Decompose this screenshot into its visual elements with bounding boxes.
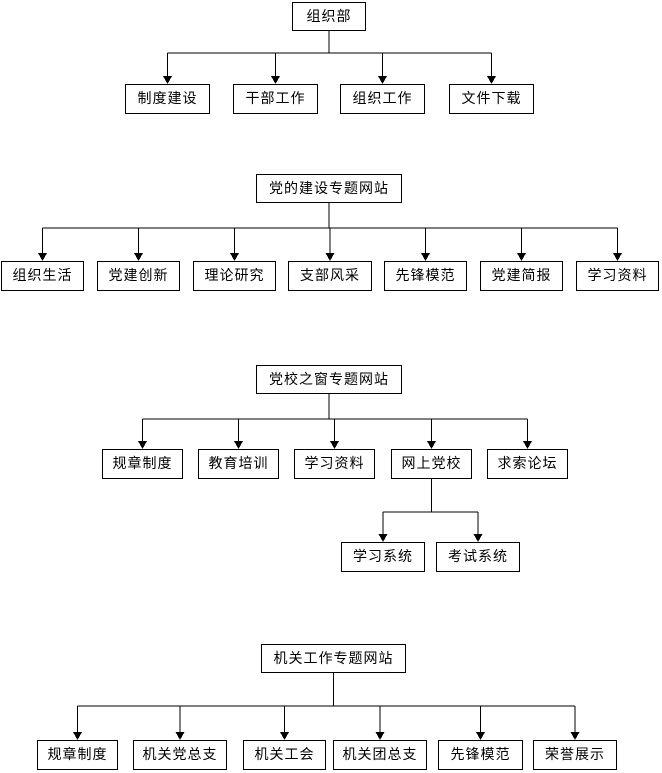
node-office-labor-union: 机关工会 bbox=[243, 740, 326, 770]
node-rules-regulations: 规章制度 bbox=[102, 449, 183, 479]
node-office-work-site-root: 机关工作专题网站 bbox=[261, 644, 406, 673]
node-honor-display: 荣誉展示 bbox=[533, 740, 617, 770]
arrow-down-icon bbox=[138, 441, 532, 449]
node-org-dept-root: 组织部 bbox=[292, 2, 366, 31]
node-theory-research: 理论研究 bbox=[193, 261, 276, 291]
arrow-down-icon bbox=[378, 534, 483, 542]
tree-3-connector bbox=[138, 394, 532, 449]
node-exam-system: 考试系统 bbox=[436, 542, 520, 572]
node-file-download: 文件下载 bbox=[449, 84, 534, 114]
node-online-party-school: 网上党校 bbox=[391, 449, 472, 479]
node-study-materials-2: 学习资料 bbox=[294, 449, 375, 479]
node-party-building-site-root: 党的建设专题网站 bbox=[256, 174, 402, 203]
arrow-down-icon bbox=[73, 732, 580, 740]
arrow-down-icon bbox=[163, 76, 496, 84]
node-rules-regulations-2: 规章制度 bbox=[37, 740, 118, 770]
drop-lines bbox=[142, 419, 528, 443]
node-cadre-work: 干部工作 bbox=[233, 84, 318, 114]
node-study-materials: 学习资料 bbox=[576, 261, 659, 291]
node-org-life: 组织生活 bbox=[1, 261, 84, 291]
tree-4-connector bbox=[73, 673, 580, 740]
node-party-bulletin: 党建简报 bbox=[480, 261, 563, 291]
drop-lines bbox=[382, 512, 479, 536]
node-office-party-branch: 机关党总支 bbox=[133, 740, 227, 770]
tree-3-sub-connector bbox=[378, 479, 483, 542]
node-education-training: 教育培训 bbox=[198, 449, 279, 479]
node-organization-work: 组织工作 bbox=[340, 84, 425, 114]
node-party-school-site-root: 党校之窗专题网站 bbox=[256, 365, 402, 394]
node-pioneer-model-2: 先锋模范 bbox=[438, 740, 523, 770]
node-institution-building: 制度建设 bbox=[125, 84, 210, 114]
drop-lines bbox=[77, 706, 576, 734]
node-office-youth-league: 机关团总支 bbox=[333, 740, 427, 770]
drop-lines bbox=[167, 53, 492, 78]
node-party-innovation: 党建创新 bbox=[97, 261, 180, 291]
node-branch-style: 支部风采 bbox=[288, 261, 372, 291]
tree-1-connector bbox=[163, 31, 496, 84]
drop-lines bbox=[42, 228, 618, 255]
node-pioneer-model: 先锋模范 bbox=[384, 261, 467, 291]
node-qiusuo-forum: 求索论坛 bbox=[487, 449, 568, 479]
node-study-system: 学习系统 bbox=[341, 542, 425, 572]
arrow-down-icon bbox=[38, 253, 622, 261]
tree-2-connector bbox=[38, 203, 622, 261]
